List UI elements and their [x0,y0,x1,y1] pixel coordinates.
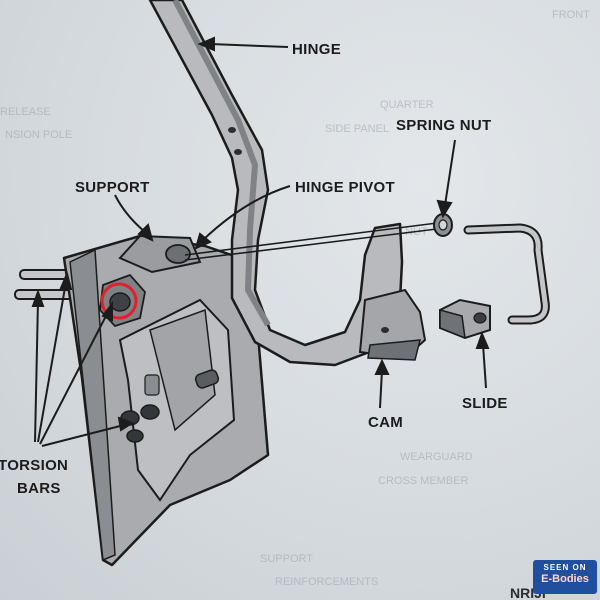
svg-text:CROSS MEMBER: CROSS MEMBER [378,475,469,487]
svg-text:QUARTER: QUARTER [380,99,434,111]
watermark-top: SEEN ON [543,563,587,572]
watermark-logo: E-Bodies [541,573,589,585]
hinge-arm [148,0,410,367]
svg-text:FRONT: FRONT [552,9,590,21]
slide-part [439,298,491,340]
label-support: SUPPORT [75,179,150,196]
svg-text:WEARGUARD: WEARGUARD [400,451,473,463]
svg-text:SIDE PANEL: SIDE PANEL [325,123,389,135]
cam-part [358,288,427,361]
spring-assembly [184,213,550,325]
svg-text:SUPPORT: SUPPORT [260,553,313,565]
svg-text:RELEASE: RELEASE [0,106,51,118]
leader-lines [31,36,490,447]
label-cam: CAM [368,414,403,431]
label-spring-nut: SPRING NUT [396,117,492,134]
watermark-badge: SEEN ON E-Bodies [533,560,597,594]
svg-text:NSION POLE: NSION POLE [5,129,72,141]
label-torsion: TORSION [0,457,68,474]
highlight-circle [100,282,138,320]
label-hinge-pivot: HINGE PIVOT [295,179,395,196]
bleed-through-text: QUARTER SIDE PANEL RELEASE NSION POLE NU… [0,9,590,588]
label-bars: BARS [17,480,61,497]
svg-text:REINFORCEMENTS: REINFORCEMENTS [275,576,378,588]
label-slide: SLIDE [462,395,508,412]
label-hinge: HINGE [292,41,341,58]
